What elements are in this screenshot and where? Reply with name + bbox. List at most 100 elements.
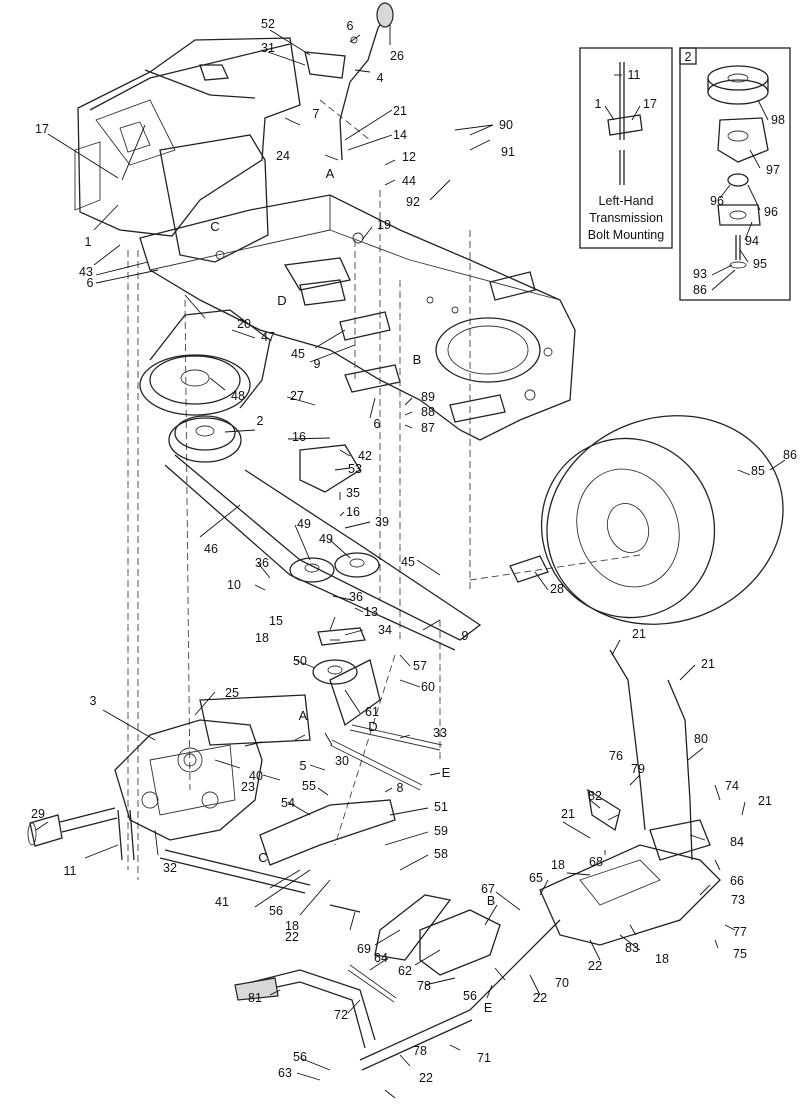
callout-label: 28: [550, 582, 564, 596]
inset-right-label: 96: [710, 194, 724, 208]
callout-label: 27: [290, 389, 304, 403]
callout-label: 9: [314, 357, 321, 371]
pedal-linkage: [234, 649, 721, 1071]
callout-label: 22: [419, 1071, 433, 1085]
reference-letter: B: [413, 352, 422, 367]
callout-label: 45: [401, 555, 415, 569]
callout-label: 26: [390, 49, 404, 63]
callout-label: 21: [561, 807, 575, 821]
callout-label: 36: [349, 590, 363, 604]
callout-label: 71: [477, 1051, 491, 1065]
callout-label: 7: [313, 107, 320, 121]
callout-label: 84: [730, 835, 744, 849]
callout-label: 53: [348, 462, 362, 476]
callout-label: 35: [346, 486, 360, 500]
callout-label: 18: [255, 631, 269, 645]
inset-caption-line-3: Bolt Mounting: [588, 228, 664, 242]
alignment-lines: [127, 99, 641, 880]
callout-label: 40: [249, 769, 263, 783]
callout-label: 34: [378, 623, 392, 637]
callout-label: 4: [377, 71, 384, 85]
callout-label: 6: [374, 417, 381, 431]
callout-label: 12: [402, 150, 416, 164]
callout-label: 11: [64, 864, 77, 878]
drive-wheel: [509, 415, 784, 625]
callout-label: 14: [393, 128, 407, 142]
callout-label: 60: [421, 680, 435, 694]
shift-lever: [304, 2, 394, 161]
callout-label: 89: [421, 390, 435, 404]
callout-label: 78: [417, 979, 431, 993]
callout-label: 69: [357, 942, 371, 956]
callout-label: 22: [285, 930, 299, 944]
callout-label: 90: [499, 118, 513, 132]
callout-label: 24: [276, 149, 290, 163]
callout-label: 18: [551, 858, 565, 872]
inset-right-label: 86: [693, 283, 707, 297]
callout-label: 56: [463, 989, 477, 1003]
callout-label: 61: [365, 705, 379, 719]
callout-label: 50: [293, 654, 307, 668]
callout-label: 76: [609, 749, 623, 763]
callout-label: 44: [402, 174, 416, 188]
inset-right-label: 95: [753, 257, 767, 271]
callout-label: 30: [335, 754, 349, 768]
callout-label: 62: [398, 964, 412, 978]
callout-label: 91: [501, 145, 515, 159]
inset-caption-line-1: Left-Hand: [599, 194, 654, 208]
reference-letter: 22: [588, 958, 602, 973]
inset-tag: 2: [685, 50, 692, 64]
callout-label: 6: [347, 19, 354, 33]
callout-label: 16: [292, 430, 306, 444]
callout-label: 45: [291, 347, 305, 361]
reference-letter: A: [326, 166, 335, 181]
idler-brackets: [299, 444, 381, 727]
callout-label: 46: [204, 542, 218, 556]
callout-label: 18: [655, 952, 669, 966]
callout-label: 51: [434, 800, 448, 814]
inset-right-label: 96: [764, 205, 778, 219]
callout-label: 20: [237, 317, 251, 331]
callout-label: B: [487, 894, 495, 908]
callout-label: E: [484, 1001, 492, 1015]
callout-label: 82: [588, 789, 602, 803]
callout-label: 42: [358, 449, 372, 463]
callout-label: 67: [481, 882, 495, 896]
callout-label: 70: [555, 976, 569, 990]
callout-label: 87: [421, 421, 435, 435]
callout-label: 15: [269, 614, 283, 628]
callout-label: 74: [725, 779, 739, 793]
callout-label: 75: [733, 947, 747, 961]
callout-label: 56: [293, 1050, 307, 1064]
pulleys-belts: [139, 309, 482, 685]
callout-label: 17: [35, 122, 49, 136]
callout-label: 9: [462, 629, 469, 643]
callout-label: 21: [758, 794, 772, 808]
callout-label: 47: [261, 330, 275, 344]
callout-label: 21: [701, 657, 715, 671]
transmission: [27, 694, 311, 861]
callout-label: 79: [631, 762, 645, 776]
inset-left-label: 17: [643, 97, 657, 111]
callout-label: 55: [302, 779, 316, 793]
callout-label: 78: [413, 1044, 427, 1058]
reference-letter: A: [299, 708, 308, 723]
callout-label: 48: [231, 389, 245, 403]
callout-label: 19: [377, 218, 391, 232]
reference-letter: C: [258, 850, 267, 865]
callout-label: 92: [406, 195, 420, 209]
callout-label: 13: [364, 605, 378, 619]
callout-labels: 52 6 26 31 4 7 21 14 24 A 17 90 91 12 44…: [31, 17, 797, 1085]
callout-label: 59: [434, 824, 448, 838]
callout-label: 88: [421, 405, 435, 419]
callout-label: 18: [285, 919, 299, 933]
inset-right-label: 98: [771, 113, 785, 127]
callout-label: 23: [241, 780, 255, 794]
shift-linkage: [159, 724, 443, 894]
callout-label: 68: [589, 855, 603, 869]
callout-label: 58: [434, 847, 448, 861]
callout-label: 80: [694, 732, 708, 746]
callout-label: 49: [319, 532, 333, 546]
callout-label: 54: [281, 796, 295, 810]
